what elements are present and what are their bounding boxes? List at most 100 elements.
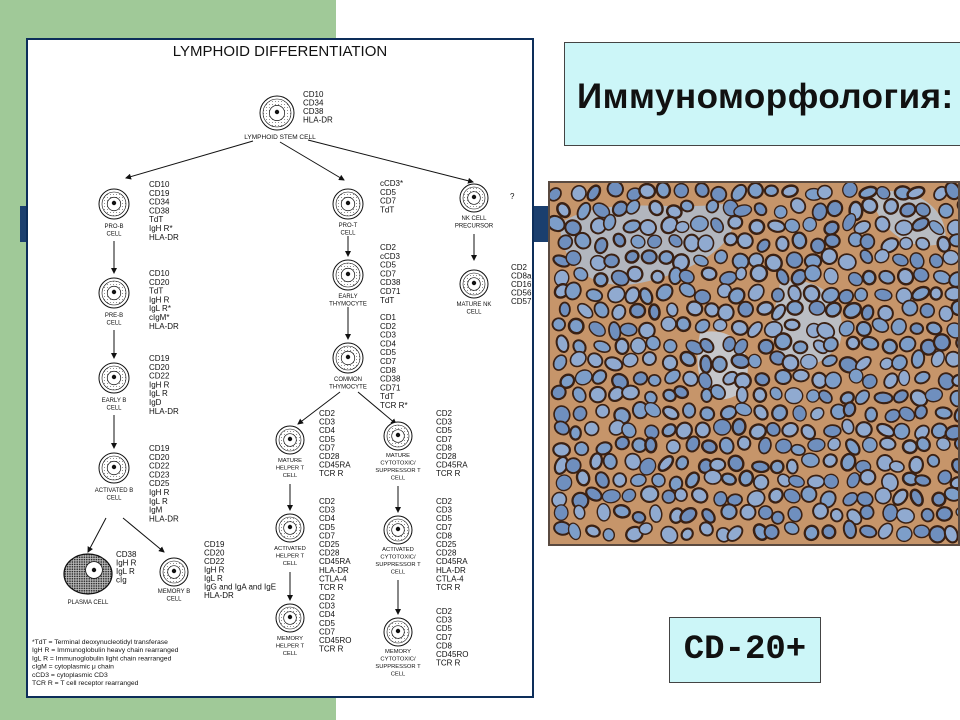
b-cell-0-label: PRO-B	[104, 224, 123, 230]
plasma-cell-icon	[63, 553, 113, 595]
helper-t-1-marker: CD3	[319, 506, 336, 515]
marker-label-box: CD-20+	[669, 617, 821, 683]
arrow-to-cytotoxic	[357, 391, 397, 425]
cytotoxic-t-2-marker: CD5	[436, 624, 453, 633]
b-cell-2-marker: IgD	[149, 398, 162, 407]
footnote: cIgM = cytoplasmic μ chain	[32, 664, 114, 671]
t-cell-icon-0	[332, 188, 364, 220]
helper-t-1-marker: CD4	[319, 514, 336, 523]
arrow-to-plasma	[87, 517, 107, 553]
b-cell-0-marker: HLA-DR	[149, 233, 179, 242]
b-cell-1-marker: IgL R*	[149, 304, 171, 313]
helper-t-1-marker: CTLA-4	[319, 574, 347, 583]
b-cell-2-marker: IgH R	[149, 380, 170, 389]
cytotoxic-t-icon-2	[383, 617, 413, 647]
memory-b-cell-icon	[159, 557, 189, 587]
memory-b-marker: IgH R	[204, 566, 225, 575]
b-cell-3-marker: CD22	[149, 462, 170, 471]
helper-t-2-marker: CD2	[319, 593, 336, 602]
accent-bar-left	[20, 206, 30, 242]
helper-t-2-label: MEMORY	[277, 636, 303, 642]
t-cell-1-marker: CD71	[380, 287, 401, 296]
title-box: Иммуноморфология:	[564, 42, 960, 146]
footnote: cCD3 = cytoplasmic CD3	[32, 672, 108, 679]
b-cell-2-label: EARLY B	[102, 398, 127, 404]
helper-t-2-marker: CD3	[319, 602, 336, 611]
t-cell-2-marker: CD2	[380, 322, 397, 331]
nk-mature-label: MATURE NK	[457, 302, 492, 308]
plasma-marker: CD38	[116, 550, 137, 559]
t-cell-2-marker: CD7	[380, 357, 397, 366]
arrow-stem-to-prob	[125, 140, 254, 180]
cytotoxic-t-2-label: CYTOTOXIC/	[380, 657, 416, 663]
cytotoxic-t-2-marker: CD45RO	[436, 650, 468, 659]
helper-t-2-marker: TCR R	[319, 645, 344, 654]
cytotoxic-t-2-marker: CD3	[436, 616, 453, 625]
b-cell-icon-1	[98, 277, 130, 309]
t-cell-0-marker: CD5	[380, 188, 397, 197]
helper-t-0-marker: TCR R	[319, 469, 344, 478]
cytotoxic-t-2-marker: TCR R	[436, 659, 461, 668]
b-cell-0-label: CELL	[106, 232, 122, 238]
helper-t-1-label: CELL	[283, 561, 298, 567]
cytotoxic-t-0-label: CELL	[391, 476, 406, 482]
helper-t-1-marker: CD28	[319, 549, 340, 558]
b-cell-1-marker: CD10	[149, 269, 170, 278]
t-cell-1-label: THYMOCYTE	[329, 302, 367, 308]
t-cell-1-marker: CD7	[380, 269, 397, 278]
memory-b-label: CELL	[166, 597, 182, 603]
cytotoxic-t-1-label: ACTIVATED	[382, 547, 414, 553]
t-cell-1-marker: CD2	[380, 243, 397, 252]
b-cell-2-marker: CD22	[149, 372, 170, 381]
cytotoxic-t-0-label: CYTOTOXIC/	[380, 461, 416, 467]
memory-b-marker: IgG and IgA and IgE	[204, 583, 276, 592]
nk-mature-marker: CD56	[511, 289, 532, 298]
b-cell-1-marker: CD20	[149, 278, 170, 287]
footnote: TCR R = T cell receptor rearranged	[32, 680, 139, 687]
t-cell-1-marker: TdT	[380, 296, 394, 305]
b-cell-2-marker: CD19	[149, 354, 170, 363]
helper-t-1-label: ACTIVATED	[274, 546, 306, 552]
t-cell-1-label: EARLY	[338, 294, 357, 300]
cytotoxic-t-2-marker: CD2	[436, 607, 453, 616]
b-cell-1-marker: TdT	[149, 287, 163, 296]
cytotoxic-t-0-marker: CD28	[436, 452, 457, 461]
accent-bar-right	[534, 206, 548, 242]
b-cell-3-marker: CD20	[149, 453, 170, 462]
plasma-marker: IgL R	[116, 567, 135, 576]
b-cell-2-marker: CD20	[149, 363, 170, 372]
helper-t-0-marker: CD45RA	[319, 461, 351, 470]
helper-t-2-marker: CD4	[319, 610, 336, 619]
cytotoxic-t-icon-1	[383, 515, 413, 545]
t-cell-0-marker: cCD3*	[380, 179, 403, 188]
t-cell-1-marker: CD5	[380, 261, 397, 270]
stem-marker: CD38	[303, 107, 324, 116]
cytotoxic-t-1-marker: CD7	[436, 523, 453, 532]
t-cell-0-label: CELL	[340, 231, 356, 237]
nk-precursor-icon	[459, 183, 489, 213]
cytotoxic-t-2-label: SUPPRESSOR T	[375, 664, 421, 670]
diagram-title: LYMPHOID DIFFERENTIATION	[173, 43, 387, 60]
helper-t-2-label: HELPER T	[276, 644, 305, 650]
nk-mature-icon	[459, 269, 489, 299]
arrow-to-helper	[297, 391, 341, 425]
nk-precursor-label: PRECURSOR	[455, 224, 494, 230]
helper-t-0-label: CELL	[283, 473, 298, 479]
helper-t-1-marker: CD45RA	[319, 557, 351, 566]
helper-t-0-marker: CD5	[319, 435, 336, 444]
helper-t-2-marker: CD5	[319, 619, 336, 628]
memory-b-marker: CD19	[204, 540, 225, 549]
b-cell-2-label: CELL	[106, 406, 122, 412]
memory-b-marker: CD20	[204, 549, 225, 558]
helper-t-0-marker: CD3	[319, 418, 336, 427]
helper-t-2-label: CELL	[283, 651, 298, 657]
b-cell-2-marker: HLA-DR	[149, 407, 179, 416]
helper-t-0-marker: CD28	[319, 452, 340, 461]
cytotoxic-t-0-marker: CD8	[436, 443, 453, 452]
cytotoxic-t-icon-0	[383, 421, 413, 451]
cytotoxic-t-1-marker: CTLA-4	[436, 574, 464, 583]
differentiation-chart: LYMPHOID DIFFERENTIATIONCD10CD34CD38HLA-…	[32, 43, 532, 687]
b-cell-0-marker: CD38	[149, 206, 170, 215]
b-cell-icon-2	[98, 362, 130, 394]
t-cell-2-marker: TdT	[380, 392, 394, 401]
